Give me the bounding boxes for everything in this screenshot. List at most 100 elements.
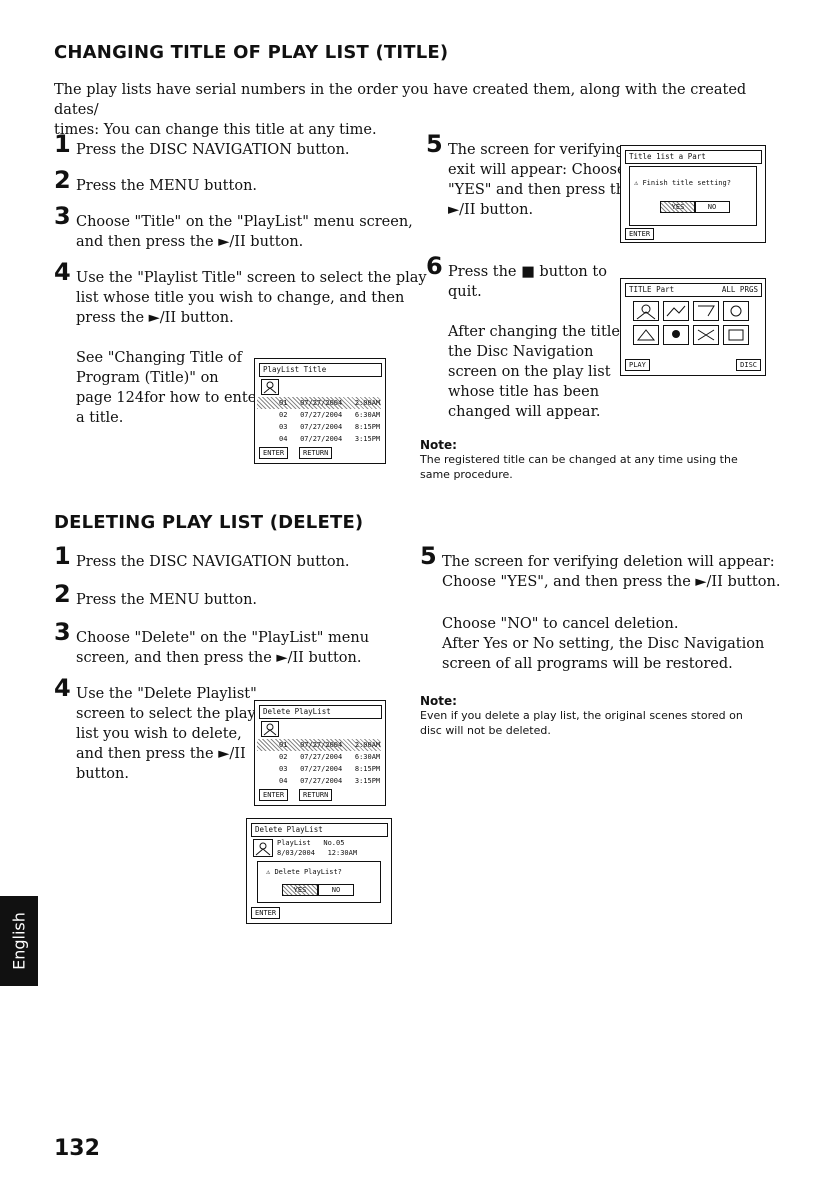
enter-button[interactable]: ENTER	[259, 447, 289, 459]
note-text: The registered title can be changed at a…	[420, 453, 738, 466]
return-button[interactable]: RETURN	[299, 447, 333, 459]
thumbnail-icon[interactable]	[693, 325, 719, 345]
disc-button[interactable]: DISC	[736, 359, 761, 371]
return-button[interactable]: RETURN	[299, 789, 333, 801]
step-text: button.	[76, 766, 129, 782]
thumbnail-icon[interactable]	[693, 301, 719, 321]
screen-delete-confirm: Delete PlayList PlayList No.05 8/03/2004…	[246, 818, 392, 924]
section-heading-delete: DELETING PLAY LIST (DELETE)	[54, 512, 364, 533]
step-text: exit will appear: Choose	[448, 162, 626, 178]
step-text: and then press the ►/II button.	[76, 234, 304, 250]
dialog-message: Delete PlayList?	[274, 868, 342, 876]
yes-button[interactable]: YES	[660, 201, 696, 213]
warning-icon: ⚠	[634, 179, 639, 187]
thumbnail-icon[interactable]	[723, 325, 749, 345]
cancel-line: screen of all programs will be restored.	[442, 656, 733, 672]
step-text: Press the MENU button.	[76, 178, 258, 194]
screen-title-bar: TITLE Part ALL PRGS	[625, 283, 762, 297]
step-text: screen, and then press the ►/II button.	[76, 650, 362, 666]
step-text: and then press the ►/II	[76, 746, 246, 762]
step-4: 4 Use the "Delete Playlist" screen to se…	[54, 676, 257, 784]
step-text: list whose title you wish to change, and…	[76, 290, 405, 306]
cancel-line: After Yes or No setting, the Disc Naviga…	[442, 636, 765, 652]
enter-button[interactable]: ENTER	[259, 789, 289, 801]
step-number: 2	[54, 580, 71, 608]
thumbnail-icon[interactable]	[663, 325, 689, 345]
playlist-row[interactable]: 01 07/27/2004 2:00AM	[279, 399, 381, 407]
no-button[interactable]: NO	[318, 884, 354, 896]
note-title: Note:	[420, 438, 457, 452]
step-text: The screen for verifying	[448, 142, 625, 158]
thumbnail-icon	[261, 379, 279, 395]
step-number: 5	[426, 130, 443, 158]
step-text: Choose "Delete" on the "PlayList" menu	[76, 630, 370, 646]
screen-delete-playlist: Delete PlayList 01 07/27/2004 2:00AM 02 …	[254, 700, 386, 806]
step-6: 6 Press the ■ button to quit.	[426, 254, 607, 302]
dialog-box: ⚠ Delete PlayList? YES NO	[257, 861, 381, 903]
see-line: See "Changing Title of	[76, 350, 242, 366]
enter-button[interactable]: ENTER	[625, 228, 655, 240]
step-text: Choose "YES", and then press the ►/II bu…	[442, 574, 781, 590]
after-line: whose title has been	[448, 384, 600, 400]
language-label: English	[9, 912, 29, 970]
thumbnail-icon[interactable]	[633, 325, 659, 345]
after-line: changed will appear.	[448, 404, 601, 420]
step-text: ►/II button.	[448, 202, 534, 218]
step-text: Use the "Delete Playlist"	[76, 686, 257, 702]
enter-button[interactable]: ENTER	[251, 907, 281, 919]
thumbnail-icon	[261, 721, 279, 737]
language-tab: English	[0, 896, 38, 986]
playlist-row[interactable]: 03 07/27/2004 8:15PM	[279, 423, 381, 431]
step-number: 5	[420, 542, 437, 570]
screen-playlist-title: PlayList Title 01 07/27/2004 2:00AM 02 0…	[254, 358, 386, 464]
section-heading-change-title: CHANGING TITLE OF PLAY LIST (TITLE)	[54, 42, 449, 63]
note-text: same procedure.	[420, 468, 513, 481]
step-text: Press the MENU button.	[76, 592, 258, 608]
after-line: the Disc Navigation	[448, 344, 594, 360]
selected-row-highlight	[257, 739, 381, 751]
playlist-row[interactable]: 02 07/27/2004 6:30AM	[279, 753, 381, 761]
screen-disc-navigation: TITLE Part ALL PRGS PLAY DISC	[620, 278, 766, 376]
step-text: Press the ■ button to	[448, 264, 607, 280]
step-2: 2 Press the MENU button.	[54, 168, 258, 196]
step-number: 1	[54, 542, 71, 570]
nav-title: TITLE Part	[629, 285, 675, 294]
see-line: page 124for how to enter	[76, 390, 264, 406]
step-number: 3	[54, 618, 71, 646]
see-line: a title.	[76, 410, 124, 426]
step-5: 5 The screen for verifying deletion will…	[420, 544, 781, 592]
after-line: screen on the play list	[448, 364, 611, 380]
no-button[interactable]: NO	[694, 201, 730, 213]
yes-button[interactable]: YES	[282, 884, 318, 896]
intro-line-2: times: You can change this title at any …	[54, 122, 377, 138]
intro-line-1: The play lists have serial numbers in th…	[54, 82, 747, 118]
play-button[interactable]: PLAY	[625, 359, 650, 371]
playlist-row[interactable]: 04 07/27/2004 3:15PM	[279, 777, 381, 785]
screen-title-bar: Delete PlayList	[259, 705, 382, 719]
step-text: Choose "Title" on the "PlayList" menu sc…	[76, 214, 413, 230]
note-1: Note: The registered title can be change…	[420, 438, 738, 482]
thumbnail-icon[interactable]	[663, 301, 689, 321]
cancel-deletion-text: Choose "NO" to cancel deletion. After Ye…	[442, 614, 764, 674]
step-text: Press the DISC NAVIGATION button.	[76, 554, 350, 570]
screen-title-bar: Delete PlayList	[251, 823, 388, 837]
note-2: Note: Even if you delete a play list, th…	[420, 694, 743, 738]
screen-exit-verify: Title 1ist a Part ⚠ Finish title setting…	[620, 145, 766, 243]
step-text: screen to select the play	[76, 706, 256, 722]
see-line: Program (Title)" on	[76, 370, 219, 386]
dialog-message-row: ⚠ Finish title setting?	[634, 179, 731, 187]
playlist-row[interactable]: 04 07/27/2004 3:15PM	[279, 435, 381, 443]
after-line: After changing the title,	[448, 324, 625, 340]
thumbnail-icon[interactable]	[633, 301, 659, 321]
playlist-row[interactable]: 01 07/27/2004 2:00AM	[279, 741, 381, 749]
playlist-row[interactable]: 02 07/27/2004 6:30AM	[279, 411, 381, 419]
step-text: press the ►/II button.	[76, 310, 234, 326]
thumbnail-icon	[253, 839, 273, 857]
thumbnail-icon[interactable]	[723, 301, 749, 321]
playlist-row[interactable]: 03 07/27/2004 8:15PM	[279, 765, 381, 773]
selected-row-highlight	[257, 397, 381, 409]
cancel-line: Choose "NO" to cancel deletion.	[442, 616, 679, 632]
note-title: Note:	[420, 694, 457, 708]
step-number: 2	[54, 166, 71, 194]
step-3: 3 Choose "Delete" on the "PlayList" menu…	[54, 620, 370, 668]
